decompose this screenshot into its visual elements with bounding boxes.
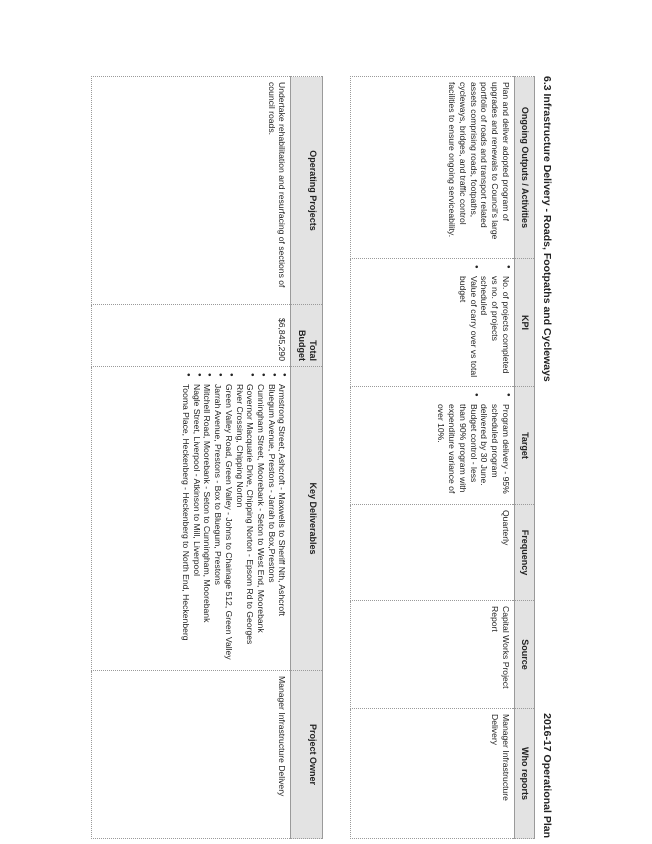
header-operating-projects: Operating Projects — [291, 76, 323, 305]
deliverable-item: Cunningham Street, Moorebank - Seton to … — [255, 382, 266, 665]
header-source: Source — [514, 600, 535, 709]
project-cell: Undertake rehabilitation and resurfacing… — [91, 76, 291, 305]
header-kpi: KPI — [514, 258, 535, 387]
target-item: Budget control - less than 90% program w… — [436, 402, 478, 499]
deliverable-item: Jarrah Avenue, Prestons - Box to Bluegum… — [212, 382, 223, 665]
kpi-item: Value of carry over vs total budget — [457, 274, 479, 381]
frequency-cell: Quarterly — [350, 504, 515, 601]
outputs-header-row: Ongoing Outputs / Activities KPI Target … — [514, 76, 535, 839]
who-reports-cell: Manager Infrastructure Delivery — [350, 708, 515, 839]
owner-cell: Manager Infrastructure Delivery — [91, 670, 291, 839]
projects-table: Operating Projects Total Budget Key Deli… — [91, 76, 323, 839]
section-title: 6.3 Infrastructure Delivery - Roads, Foo… — [541, 76, 553, 382]
deliverable-item: Armstrong Street, Ashcroft - Maxwells to… — [277, 382, 288, 665]
header-activities: Ongoing Outputs / Activities — [514, 76, 535, 259]
target-item: Program delivery - 95% scheduled program… — [479, 402, 510, 499]
deliverable-item: Tooma Place, Heckenberg - Heckenberg to … — [180, 382, 191, 665]
plan-title: 2016-17 Operational Plan — [541, 713, 553, 838]
kpi-cell: No. of projects completed vs no. of proj… — [350, 258, 515, 387]
deliverable-item: Mitchell Road, Moorebank - Seton to Cunn… — [202, 382, 212, 665]
header-total-budget: Total Budget — [291, 304, 323, 367]
target-cell: Program delivery - 95% scheduled program… — [350, 386, 515, 505]
header-key-deliverables: Key Deliverables — [291, 366, 323, 671]
kpi-item: No. of projects completed vs no. of proj… — [479, 274, 510, 381]
header-target: Target — [514, 386, 535, 505]
deliverable-item: Nagle Street, Liverpool - Atkinson to Mi… — [191, 382, 202, 665]
table-row: Plan and deliver adopted program of upgr… — [350, 76, 515, 839]
header-project-owner: Project Owner — [291, 670, 323, 839]
deliverable-item: Bluegum Avenue, Prestons - Jarrah to Box… — [266, 382, 277, 665]
deliverable-item: Green Valley Road, Green Valley - Johns … — [223, 382, 234, 665]
header-frequency: Frequency — [514, 504, 535, 601]
deliverables-cell: Armstrong Street, Ashcroft - Maxwells to… — [91, 366, 291, 671]
budget-cell: $6,845,290 — [91, 304, 291, 367]
projects-header-row: Operating Projects Total Budget Key Deli… — [291, 76, 323, 839]
source-cell: Capital Works Project Report — [350, 600, 515, 709]
deliverable-item: Governor Macquarie Drive, Chipping Norto… — [234, 382, 256, 665]
header-who-reports: Who reports — [514, 708, 535, 839]
rotated-page: 6.3 Infrastructure Delivery - Roads, Foo… — [85, 70, 555, 840]
activity-cell: Plan and deliver adopted program of upgr… — [350, 76, 515, 259]
outputs-table: Ongoing Outputs / Activities KPI Target … — [350, 76, 535, 839]
table-row: Undertake rehabilitation and resurfacing… — [91, 76, 291, 839]
